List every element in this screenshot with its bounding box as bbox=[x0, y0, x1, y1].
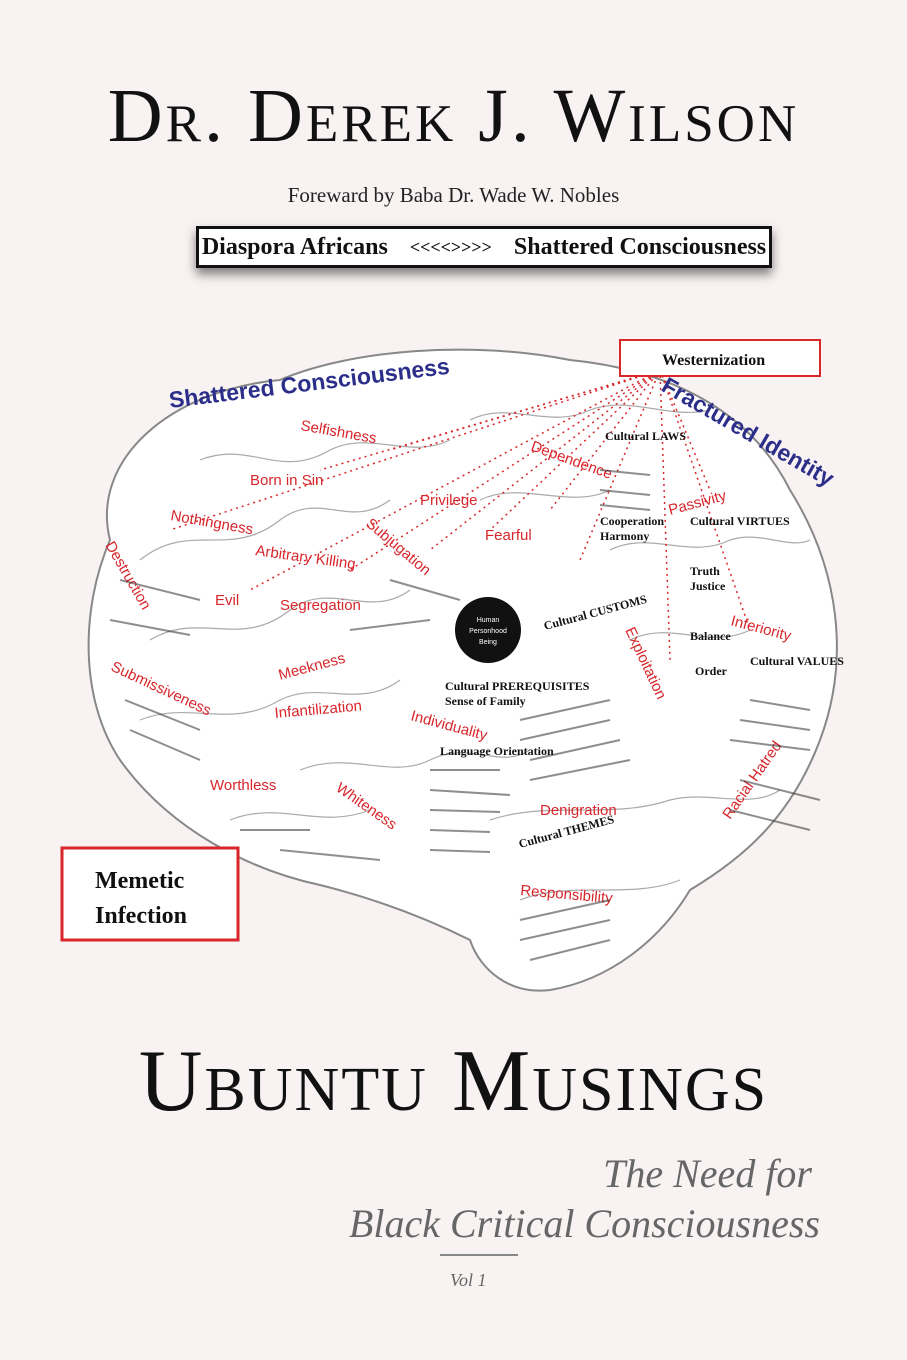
term-segregation: Segregation bbox=[280, 597, 361, 614]
subtitle-line-1: The Need for bbox=[603, 1151, 812, 1196]
westernization-label: Westernization bbox=[662, 352, 765, 369]
term-language-orientation: Language Orientation bbox=[440, 744, 554, 758]
term-worthless: Worthless bbox=[210, 777, 276, 794]
term-balance: Balance bbox=[690, 629, 731, 643]
term-evil: Evil bbox=[215, 592, 239, 609]
term-privilege: Privilege bbox=[420, 492, 478, 509]
term-denigration: Denigration bbox=[540, 802, 617, 819]
banner-left-text: Diaspora Africans bbox=[201, 233, 388, 260]
center-label-3: Being bbox=[479, 639, 497, 646]
memetic-label: Memetic bbox=[95, 868, 185, 894]
term-born-in-sin: Born in Sin bbox=[250, 472, 323, 489]
term-harmony: Harmony bbox=[600, 529, 649, 543]
theme-banner: Diaspora Africans <<<<>>>> Shattered Con… bbox=[196, 226, 772, 268]
term-truth: Truth bbox=[690, 564, 720, 578]
author-name: Dr. Derek J. Wilson bbox=[107, 74, 800, 158]
term-sense-of-family: Sense of Family bbox=[445, 694, 526, 708]
volume-label: Vol 1 bbox=[450, 1270, 487, 1290]
infection-label: Infection bbox=[95, 903, 187, 929]
book-title: Ubuntu Musings bbox=[138, 1033, 769, 1130]
term-cultural-virtues: Cultural VIRTUES bbox=[690, 514, 790, 528]
term-order: Order bbox=[695, 664, 728, 678]
center-label-1: Human bbox=[477, 617, 500, 624]
term-justice: Justice bbox=[690, 579, 726, 593]
human-personhood-circle bbox=[455, 597, 521, 663]
foreword-credit: Foreward by Baba Dr. Wade W. Nobles bbox=[287, 183, 620, 207]
term-cooperation: Cooperation bbox=[600, 514, 664, 528]
term-fearful: Fearful bbox=[485, 527, 532, 544]
banner-right-text: Shattered Consciousness bbox=[513, 233, 767, 260]
brain-illustration: Westernization Shattered Consciousness F… bbox=[50, 300, 860, 1000]
westernization-box bbox=[619, 339, 821, 377]
divider-rule bbox=[440, 1254, 518, 1256]
banner-arrows: <<<<>>>> bbox=[409, 236, 492, 257]
term-cultural-laws: Cultural LAWS bbox=[605, 429, 686, 443]
term-cultural-values: Cultural VALUES bbox=[750, 654, 844, 668]
term-cultural-prerequisites: Cultural PREREQUISITES bbox=[445, 679, 590, 693]
center-label-2: Personhood bbox=[469, 628, 507, 635]
memetic-infection-box bbox=[60, 846, 240, 942]
subtitle-line-2: Black Critical Consciousness bbox=[348, 1201, 820, 1246]
